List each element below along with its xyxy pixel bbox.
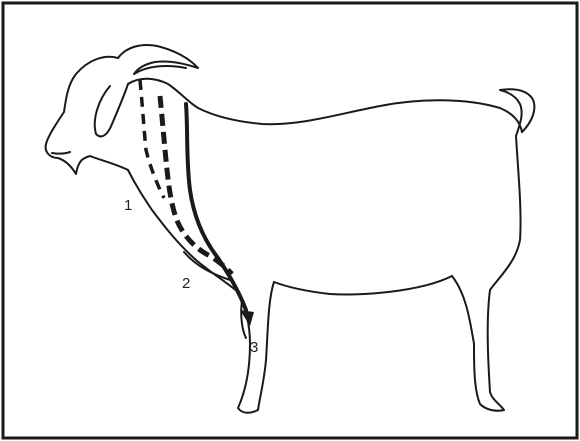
label-1: 1 <box>124 197 132 214</box>
figure-frame <box>3 3 577 438</box>
label-3: 3 <box>250 339 258 356</box>
label-2: 2 <box>182 275 190 292</box>
